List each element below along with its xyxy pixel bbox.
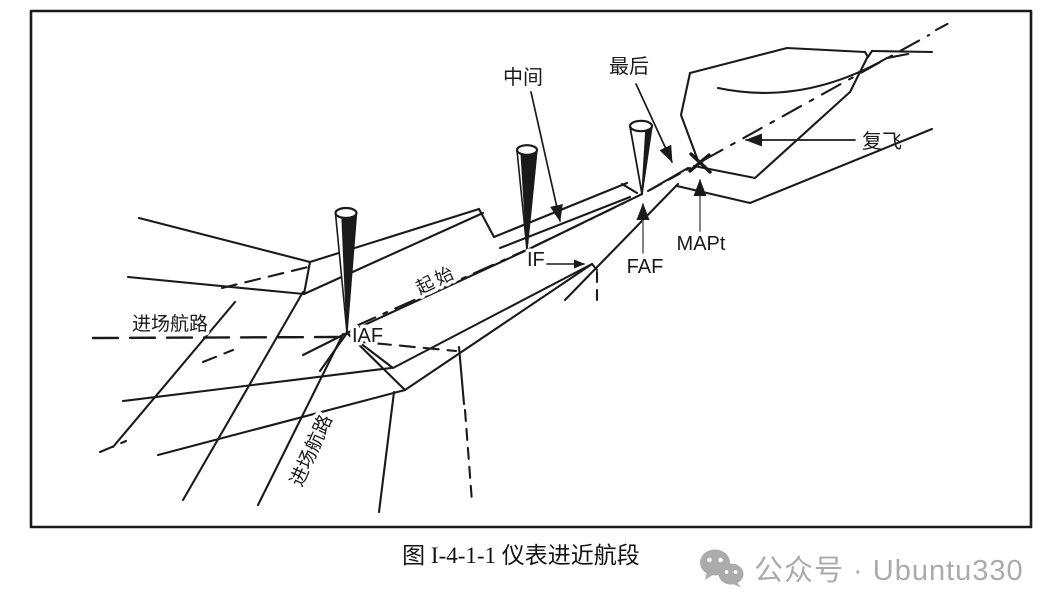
initial-segment-lines	[126, 207, 594, 392]
arrival-route-south: 进场航路	[283, 408, 341, 493]
arrival-route-west: 进场航路	[91, 310, 340, 340]
missed-approach-lines	[675, 19, 955, 205]
mapt-x-mark	[688, 152, 712, 174]
intermediate-arrow	[530, 91, 563, 222]
fix-cone-iaf	[334, 206, 358, 334]
arrival-route-west-label: 进场航路	[132, 313, 208, 335]
faf-label: FAF	[627, 256, 664, 278]
arrival-route-south-label: 进场航路	[286, 411, 337, 489]
final-label: 最后	[609, 55, 649, 78]
missed-approach-label: 复飞	[862, 130, 902, 153]
ground-route-lines	[98, 290, 474, 514]
fix-cone-faf	[628, 119, 654, 195]
final-arrow	[635, 83, 673, 163]
figure-caption: 图 I-4-1-1 仪表进近航段	[402, 543, 640, 568]
mapt-label: MAPt	[677, 233, 726, 255]
diagram-border	[29, 9, 1033, 529]
intermediate-label: 中间	[503, 66, 543, 89]
watermark-text: 公众号 · Ubuntu330	[754, 555, 1024, 587]
iaf-label: IAF	[352, 325, 383, 347]
final-segment-lines	[563, 166, 692, 306]
wechat-icon	[700, 549, 744, 588]
fix-cone-if	[515, 144, 539, 251]
if-label: IF	[527, 249, 545, 271]
annotation-arrows	[530, 83, 856, 254]
watermark: 公众号 · Ubuntu330	[699, 547, 1024, 589]
